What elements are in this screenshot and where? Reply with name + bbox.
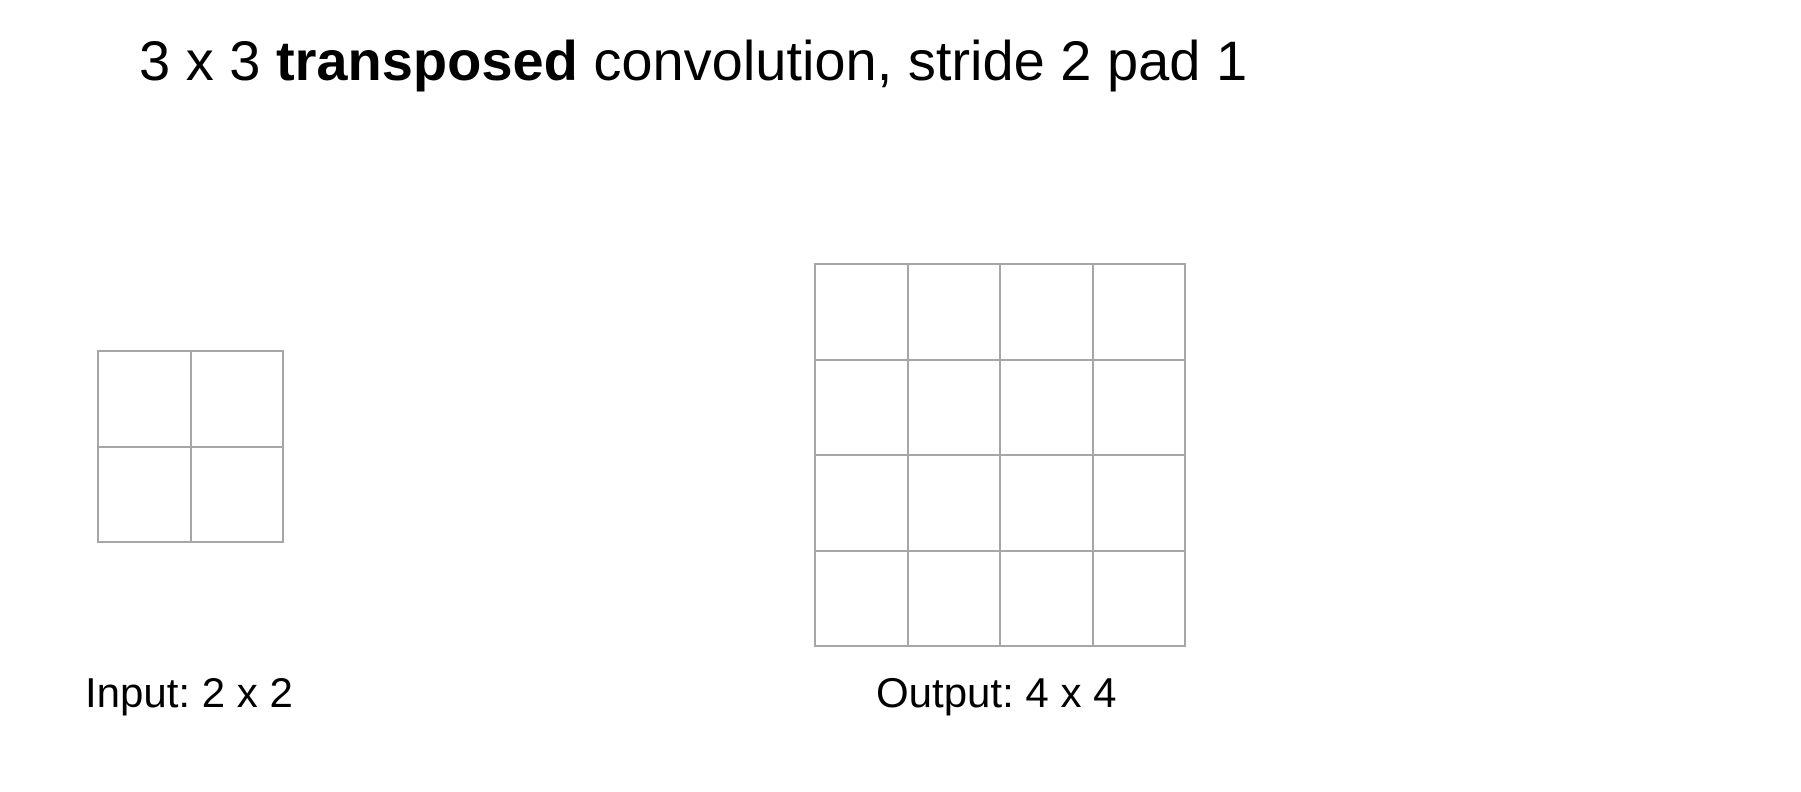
output-cell-r2-c0: [816, 456, 909, 552]
page-title: 3 x 3 transposed convolution, stride 2 p…: [139, 28, 1247, 94]
output-cell-r3-c0: [816, 551, 909, 647]
title-prefix: 3 x 3: [139, 29, 276, 92]
output-cell-r2-c1: [908, 456, 1001, 552]
output-cell-r0-c3: [1093, 265, 1186, 361]
output-cell-r0-c0: [816, 265, 909, 361]
output-cell-r1-c0: [816, 360, 909, 456]
input-cell-r1-c0: [99, 447, 192, 543]
output-cell-r2-c3: [1093, 456, 1186, 552]
input-cell-r0-c1: [191, 352, 284, 448]
output-cell-r3-c1: [908, 551, 1001, 647]
output-cell-r0-c1: [908, 265, 1001, 361]
output-cell-r1-c3: [1093, 360, 1186, 456]
output-cell-r1-c1: [908, 360, 1001, 456]
output-cell-r3-c3: [1093, 551, 1186, 647]
input-grid: [97, 350, 284, 543]
output-grid: [814, 263, 1186, 647]
output-cell-r2-c2: [1001, 456, 1094, 552]
output-cell-r3-c2: [1001, 551, 1094, 647]
input-cell-r0-c0: [99, 352, 192, 448]
title-suffix: convolution, stride 2 pad 1: [577, 29, 1248, 92]
output-cell-r1-c2: [1001, 360, 1094, 456]
output-caption: Output: 4 x 4: [876, 669, 1117, 716]
title-emphasis: transposed: [275, 29, 578, 92]
output-cell-r0-c2: [1001, 265, 1094, 361]
input-caption: Input: 2 x 2: [85, 669, 293, 716]
input-cell-r1-c1: [191, 447, 284, 543]
